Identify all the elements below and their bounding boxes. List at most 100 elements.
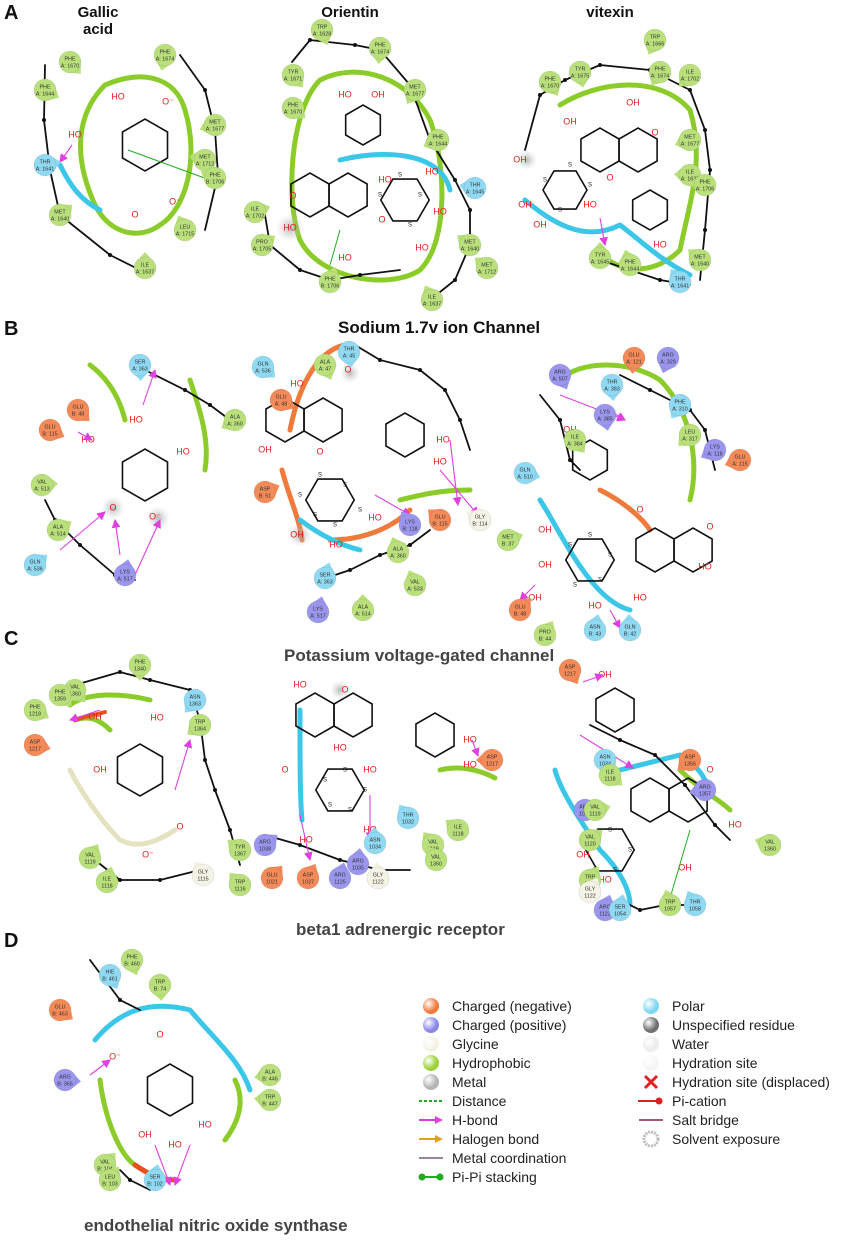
residue-label: GLY	[475, 514, 486, 520]
backbone-node	[703, 228, 707, 232]
residue-label: GLU	[434, 514, 445, 520]
stereo-label: S	[613, 868, 617, 874]
backbone-node	[108, 253, 112, 257]
atom-oh: HO	[728, 819, 742, 829]
residue-label: VAL	[585, 834, 595, 840]
orientin-c2-glucose	[314, 768, 366, 812]
residue-label: ALA	[230, 414, 241, 420]
backbone-node	[638, 908, 642, 912]
atom-o: O	[606, 172, 613, 182]
legend-item: Pi-cation	[638, 1091, 726, 1111]
stereo-label: S	[378, 193, 382, 199]
residue-label: A: 1677	[206, 126, 225, 132]
legend-item: H-bond	[418, 1110, 498, 1130]
residue-label: TRP	[585, 874, 596, 880]
atom-om: O⁻	[169, 196, 181, 206]
residue-label: ARG	[334, 872, 346, 878]
residue-label: GLU	[54, 1004, 65, 1010]
legend-item: Solvent exposure	[638, 1129, 780, 1149]
residue-label: ASP	[565, 664, 576, 670]
legend-label: Salt bridge	[672, 1112, 739, 1128]
h-bond-b3	[519, 584, 536, 601]
residue-label: THR	[343, 346, 354, 352]
residue-label: GLU	[44, 424, 55, 430]
legend-label: Hydration site (displaced)	[672, 1074, 830, 1090]
residue-label: A: 1705	[253, 246, 272, 252]
residue-label: ILE	[428, 294, 436, 300]
stereo-label: S	[573, 583, 577, 589]
residue-label: 1118	[101, 883, 112, 889]
panel-title-potassium-channel: Potassium voltage-gated channel	[284, 646, 555, 665]
legend-item: Metal coordination	[418, 1148, 566, 1168]
binding-pocket-outline-a3	[557, 82, 699, 272]
residue-label: SER	[149, 1174, 160, 1180]
residue-label: B: 114	[472, 521, 487, 527]
atom-ho: OH	[626, 97, 640, 107]
backbone-node	[118, 878, 122, 882]
atom-oh: HO	[329, 539, 343, 549]
residue-label: SER	[614, 904, 625, 910]
residue-label: ILE	[251, 206, 259, 212]
legend-item: Hydration site (displaced)	[638, 1072, 830, 1092]
polar-outline-c3b	[617, 752, 708, 783]
residue-label: PHE	[54, 689, 65, 695]
orientin-c2-ring-c	[333, 692, 373, 738]
stereo-label: S	[348, 808, 352, 814]
legend-item: Water	[638, 1034, 709, 1054]
atom-om: O⁻	[149, 511, 161, 521]
atom-ho: OH	[513, 154, 527, 164]
residue-label: 1119	[589, 811, 600, 817]
residue-label: TRP	[265, 1094, 276, 1100]
pi-pi-stacking	[667, 829, 691, 906]
h-bond-b1	[77, 431, 93, 441]
residue-label: ASP	[303, 872, 314, 878]
atom-ho: OH	[258, 444, 272, 454]
legend-symbol-icon	[418, 1073, 444, 1091]
residue-label: ILE	[686, 69, 694, 75]
residue-label: 1054	[614, 911, 626, 917]
residue-label: A: 1702	[246, 213, 265, 219]
residue-label: B: 460	[124, 961, 140, 967]
residue-label: A: 1677	[681, 141, 700, 147]
legend-symbol-icon	[638, 1035, 664, 1053]
atom-o: O	[316, 446, 323, 456]
residue-label: 1360	[430, 861, 442, 867]
residue-label: THR	[674, 276, 685, 282]
residue-label: TRP	[195, 719, 206, 725]
stereo-label: S	[298, 493, 302, 499]
legend-symbol-icon	[638, 997, 664, 1015]
backbone-node	[358, 273, 362, 277]
atom-oh: HO	[338, 89, 352, 99]
atom-ho: OH	[518, 199, 532, 209]
atom-oh: HO	[129, 414, 143, 424]
backbone-node	[703, 428, 707, 432]
residue-label: B: 103	[102, 1181, 118, 1187]
residue-label: GLU	[514, 604, 525, 610]
backbone-node	[118, 670, 122, 674]
legend-item: Charged (positive)	[418, 1015, 566, 1035]
legend-item: Hydration site	[638, 1053, 758, 1073]
backbone-node	[118, 998, 122, 1002]
residue-label: A: 121	[626, 359, 642, 365]
residue-label: PHE	[39, 84, 50, 90]
residue-label: GLU	[72, 404, 83, 410]
legend-label: Metal coordination	[452, 1150, 567, 1166]
stereo-label: S	[608, 828, 612, 834]
residue-label: A: 1702	[681, 76, 700, 82]
